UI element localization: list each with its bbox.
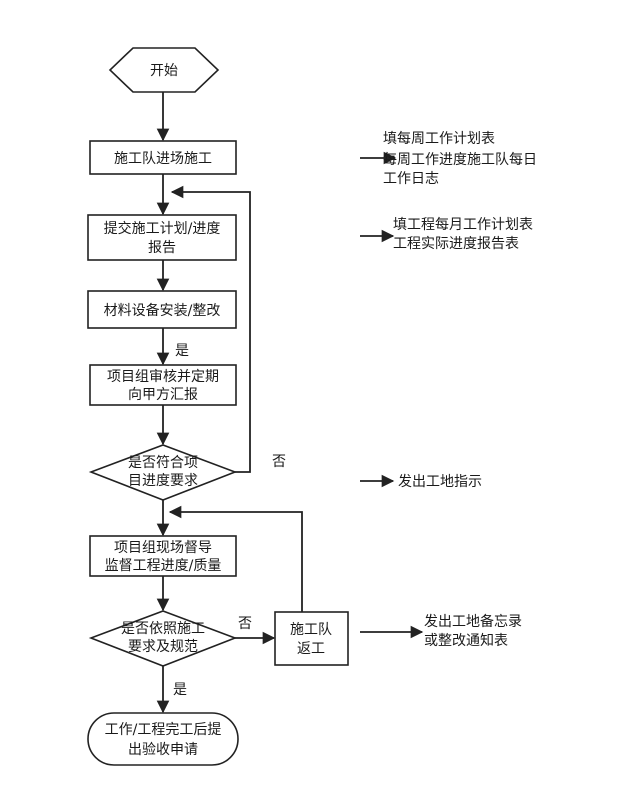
note-site-instruction: 发出工地指示 (398, 474, 482, 490)
check1-label-1: 是否符合项 (128, 455, 198, 471)
connectors (156, 92, 424, 714)
process-rework: 施工队 返工 (274, 611, 349, 666)
supervise-label-2: 监督工程进度/质量 (105, 558, 222, 574)
note-monthly: 填工程每月工作计划表 工程实际进度报告表 (393, 217, 533, 252)
process-install: 材料设备安装/整改 (87, 290, 237, 329)
note4-line-2: 或整改通知表 (424, 632, 508, 649)
start-label: 开始 (150, 63, 178, 79)
process-review: 项目组审核并定期 向甲方汇报 (89, 364, 237, 406)
review-label-2: 向甲方汇报 (128, 387, 198, 403)
finish-label-1: 工作/工程完工后提 (105, 722, 222, 738)
edge-label-yes-2: 是 (173, 682, 187, 698)
edge-label-yes-1: 是 (175, 343, 189, 359)
submit-plan-label-1: 提交施工计划/进度 (104, 220, 221, 237)
note1-line-1: 填每周工作计划表 (383, 131, 495, 147)
edge-label-no-2: 否 (238, 616, 252, 632)
process-submit-plan: 提交施工计划/进度 报告 (87, 214, 237, 261)
enter-site-label: 施工队进场施工 (114, 151, 212, 167)
supervise-label-1: 项目组现场督导 (114, 540, 212, 556)
check2-label-1: 是否依照施工 (121, 621, 205, 637)
check1-label-2: 目进度要求 (128, 473, 198, 489)
note1-line-3: 工作日志 (383, 171, 439, 187)
submit-plan-label-2: 报告 (148, 240, 176, 256)
end-node: 工作/工程完工后提 出验收申请 (87, 712, 239, 766)
decision-progress-check: 是否符合项 目进度要求 (88, 444, 238, 501)
check2-label-2: 要求及规范 (128, 638, 198, 655)
note2-line-1: 填工程每月工作计划表 (393, 217, 533, 233)
rework-label-2: 返工 (297, 641, 325, 657)
note-memo: 发出工地备忘录 或整改通知表 (424, 613, 522, 649)
note-weekly: 填每周工作计划表 每周工作进度施工队每日 工作日志 (383, 131, 537, 187)
process-supervise: 项目组现场督导 监督工程进度/质量 (89, 535, 237, 577)
review-label-1: 项目组审核并定期 (107, 369, 219, 385)
edge-label-no-1: 否 (272, 454, 286, 470)
arrow-check1-no-loop (170, 185, 251, 473)
decision-standard-check: 是否依照施工 要求及规范 (88, 610, 238, 667)
note3-line-1: 发出工地指示 (398, 474, 482, 490)
start-node: 开始 (108, 47, 220, 93)
rework-label-1: 施工队 (290, 622, 332, 638)
finish-label-2: 出验收申请 (128, 742, 198, 758)
install-label: 材料设备安装/整改 (104, 302, 221, 319)
note1-line-2: 每周工作进度施工队每日 (383, 152, 537, 168)
process-enter-site: 施工队进场施工 (89, 140, 237, 175)
note4-line-1: 发出工地备忘录 (424, 613, 522, 630)
arrow-rework-loop (168, 505, 303, 612)
note2-line-2: 工程实际进度报告表 (393, 236, 519, 252)
